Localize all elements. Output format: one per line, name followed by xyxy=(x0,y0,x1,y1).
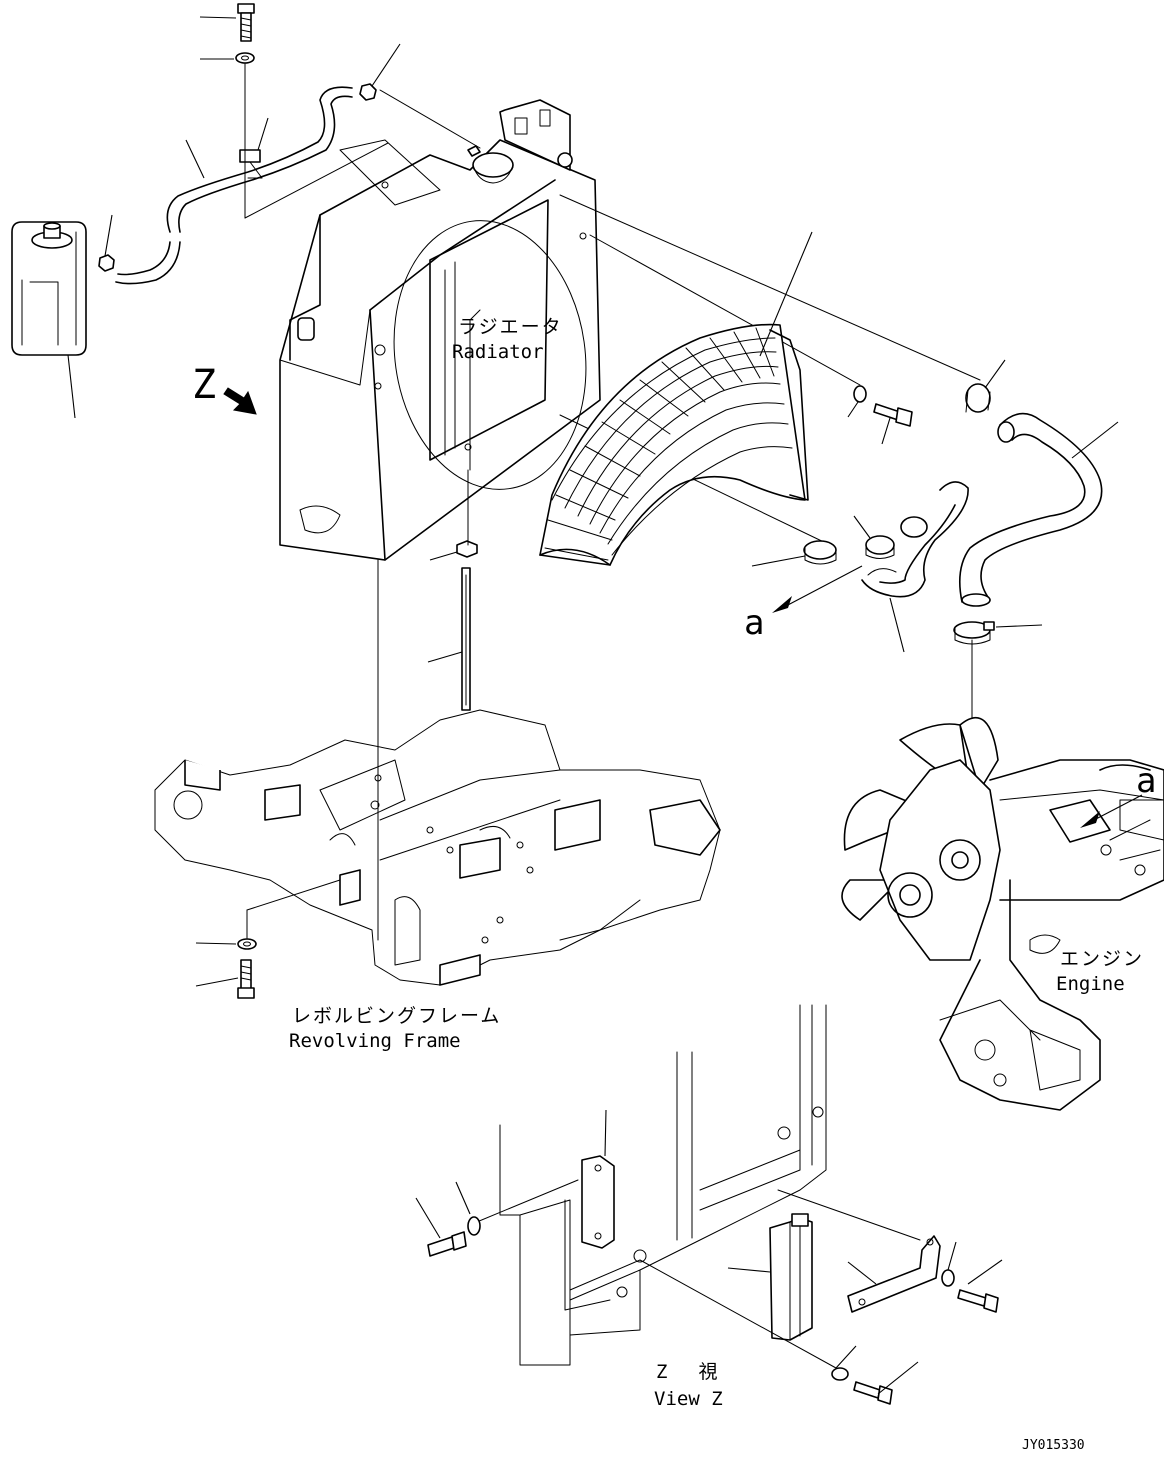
drawing-number: JY015330 xyxy=(1022,1438,1085,1453)
connection-a-engine-label: a xyxy=(1136,761,1156,801)
connection-a-top-label: a xyxy=(744,603,764,643)
drain-stay xyxy=(377,469,478,941)
view-z-letter: Z xyxy=(192,362,216,408)
frame-label-en: Revolving Frame xyxy=(289,1030,461,1052)
view-z-label-jp: Z 視 xyxy=(656,1361,723,1383)
view-z-marker: Z xyxy=(192,362,257,415)
overflow-hose xyxy=(98,43,481,285)
frame-washer xyxy=(195,879,341,950)
view-z-label-en: View Z xyxy=(654,1388,723,1410)
top-bolt xyxy=(199,3,255,42)
frame-bolt xyxy=(195,959,255,999)
bold-arrow-down-right-icon xyxy=(223,387,257,415)
revolving-frame: レボルビングフレーム Revolving Frame xyxy=(154,709,721,1052)
lower-radiator-hose xyxy=(861,481,969,653)
fan-shroud xyxy=(539,231,813,566)
thin-arrow-left-icon xyxy=(772,596,792,613)
thin-arrow-left-icon xyxy=(1080,811,1100,828)
engine: エンジン Engine xyxy=(841,716,1164,1111)
shroud-washer xyxy=(847,385,867,418)
radiator-label-en: Radiator xyxy=(452,341,544,363)
view-z-detail: Z 視 View Z xyxy=(415,1004,1003,1410)
upper-hose-clamp xyxy=(965,359,1006,413)
top-washer xyxy=(200,52,255,64)
shroud-bolt xyxy=(873,403,913,445)
radiator: ラジエータ Radiator xyxy=(279,99,981,561)
hose-clamp-left xyxy=(751,540,837,567)
hose-clamp-mid xyxy=(853,515,895,559)
lower-hose-clamp xyxy=(953,621,1043,761)
radiator-label-jp: ラジエータ xyxy=(458,316,563,338)
engine-label-jp: エンジン xyxy=(1060,948,1144,970)
connection-a-top: a xyxy=(744,565,863,643)
reserve-tank xyxy=(11,221,87,419)
connection-a-engine: a xyxy=(1080,761,1156,828)
upper-radiator-hose xyxy=(959,412,1119,607)
frame-label-jp: レボルビングフレーム xyxy=(292,1005,501,1027)
engine-label-en: Engine xyxy=(1056,973,1125,995)
